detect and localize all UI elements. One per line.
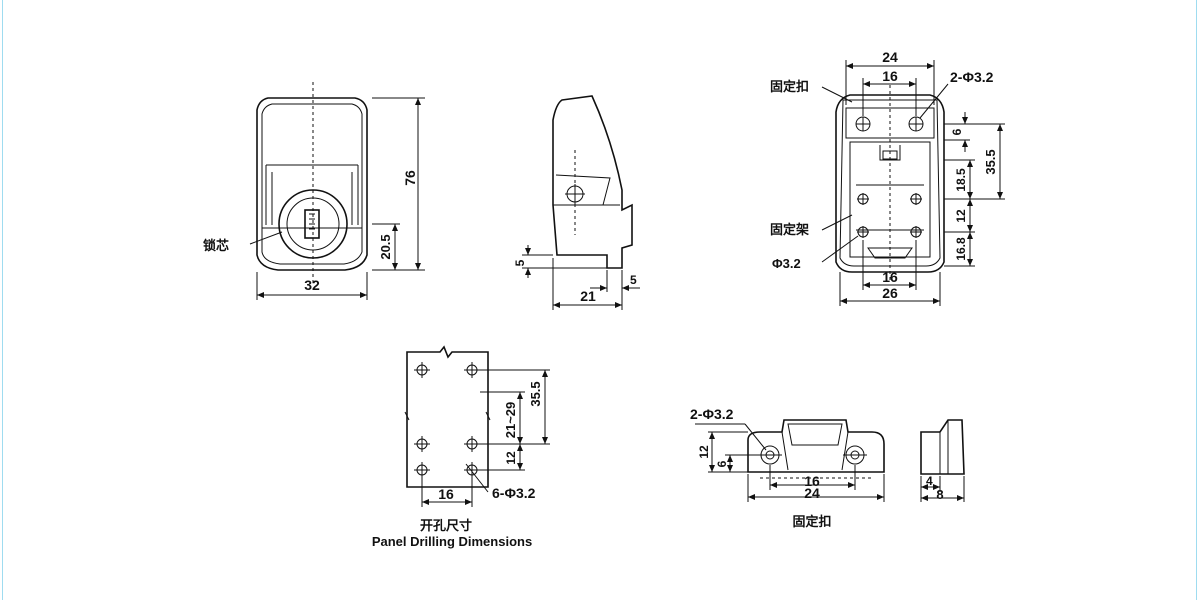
drill-dim-35-5: 35.5 (528, 381, 543, 406)
back-hole-mid-left (857, 193, 869, 205)
clip-hole-right (843, 445, 867, 465)
side-dim-lip: 5 (513, 259, 527, 266)
drill-title-cn: 开孔尺寸 (420, 518, 472, 533)
left-border-line (2, 0, 3, 600)
back-hole-top-right (908, 116, 924, 132)
clip-dim-16: 16 (804, 473, 820, 489)
drill-hole-5 (414, 462, 430, 478)
back-view: 24 16 固定扣 固定架 Φ3.2 2-Φ3.2 6 35.5 18.5 12… (770, 49, 1005, 306)
drill-dim-21-29: 21~29 (503, 402, 518, 439)
clip-label-holes: 2-Φ3.2 (690, 406, 734, 422)
back-dim-18-5: 18.5 (954, 168, 968, 192)
lock-core-label: 锁芯 (203, 238, 229, 253)
back-label-hole: Φ3.2 (772, 256, 801, 271)
front-dim-key-height: 20.5 (378, 234, 393, 259)
drill-hole-6 (464, 462, 480, 478)
panel-drilling-view: 35.5 21~29 12 16 6-Φ3.2 开孔尺寸 Panel Drill… (372, 345, 550, 549)
back-label-clip: 固定扣 (770, 79, 809, 94)
drill-hole-1 (414, 362, 430, 378)
back-hole-mid-right (910, 193, 922, 205)
back-hole-low-right (910, 226, 922, 238)
drill-hole-4 (464, 436, 480, 452)
right-border-line (1196, 0, 1197, 600)
back-hole-low-left (857, 226, 869, 238)
front-dim-width: 32 (304, 277, 320, 293)
clip-dim-6: 6 (715, 460, 729, 467)
side-dim-step: 5 (630, 273, 637, 287)
back-dim-hole-spacing-bottom: 16 (882, 269, 898, 285)
side-dim-depth: 21 (580, 288, 596, 304)
clip-side-dim-4: 4 (926, 474, 933, 488)
clip-side-view: 4 8 (920, 419, 965, 502)
front-view: 锁芯 76 20.5 32 (203, 82, 425, 300)
drill-hole-2 (464, 362, 480, 378)
back-dim-bottom-width: 26 (882, 285, 898, 301)
back-label-frame: 固定架 (770, 222, 809, 237)
clip-detail-view: 2-Φ3.2 12 6 16 24 固定扣 (690, 406, 885, 529)
drill-dim-12: 12 (504, 451, 518, 465)
back-dim-top-width: 24 (882, 49, 898, 65)
drill-dim-16: 16 (438, 486, 454, 502)
clip-caption: 固定扣 (792, 514, 831, 529)
clip-side-dim-8: 8 (936, 487, 943, 502)
drill-hole-3 (414, 436, 430, 452)
back-dim-35-5: 35.5 (983, 149, 998, 174)
front-dim-height: 76 (402, 170, 418, 186)
back-label-holes-top: 2-Φ3.2 (950, 69, 994, 85)
drill-title-en: Panel Drilling Dimensions (372, 534, 532, 549)
back-dim-12: 12 (954, 209, 968, 223)
back-dim-16-8: 16.8 (954, 237, 968, 261)
back-dim-hole-spacing-top: 16 (882, 68, 898, 84)
back-dim-6: 6 (950, 128, 964, 135)
side-view: 5 5 21 (513, 95, 640, 310)
clip-dim-24: 24 (804, 485, 820, 501)
clip-hole-left (758, 445, 782, 465)
clip-dim-12: 12 (697, 445, 711, 459)
back-hole-top-left (855, 116, 871, 132)
drill-label-holes: 6-Φ3.2 (492, 485, 536, 501)
